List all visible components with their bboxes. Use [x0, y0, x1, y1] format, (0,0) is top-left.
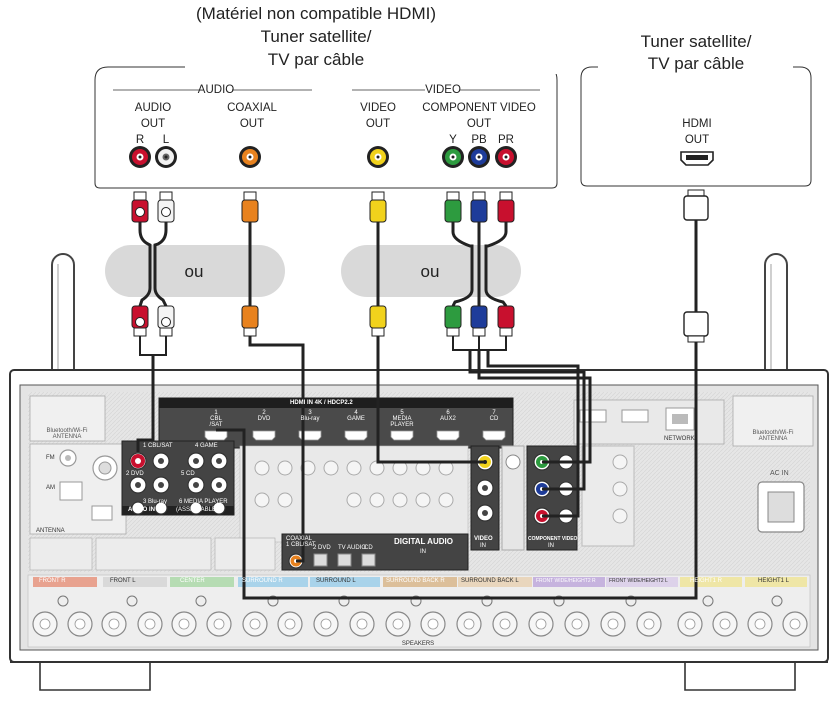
audio-in-label: AUDIO IN [128, 507, 155, 513]
speaker-label-front-r: FRONT R [39, 578, 66, 584]
optical-dvd-label: 2 DVD [313, 545, 331, 551]
component-pb-label: PB [471, 134, 487, 146]
video-in-label: VIDEO [474, 536, 493, 542]
hdmi-input-6-label: 6 AUX2 [440, 410, 456, 422]
audio-in-dvd-label: 2 DVD [126, 471, 144, 477]
optical-tv-label: TV AUDIO [338, 545, 367, 551]
speaker-terminals [32, 577, 808, 637]
audio-r-jack [129, 146, 151, 168]
speaker-label-height1-r: HEIGHT1 R [690, 578, 723, 584]
hdmi-out-label: HDMI [682, 118, 712, 130]
speaker-label-fw-l: FRONT WIDE/HEIGHT2 L [609, 578, 668, 584]
speakers-label: SPEAKERS [401, 641, 435, 647]
video-in-sub-label: IN [480, 543, 486, 549]
audio-in-cbl-label: 1 CBL/SAT [143, 443, 173, 449]
audio-out-label: AUDIO [134, 102, 172, 114]
hdmi-input-1-label: 1 CBL /SAT [209, 410, 223, 428]
hdmi-out-label-2: OUT [684, 134, 710, 146]
component-label: COMPONENT VIDEO [422, 102, 536, 114]
audio-r-label: R [135, 134, 145, 146]
component-pr-label: PR [498, 134, 514, 146]
audio-in-assignable: (ASSIGNABLE) [176, 507, 219, 513]
hdmi-input-4-label: 4 GAME [347, 410, 365, 422]
hdmi-input-2-label: 2 DVD [257, 410, 271, 422]
digital-audio-panel [281, 533, 469, 571]
hdmi-input-7-label: 7 CD [489, 410, 499, 422]
network-label: NETWORK [664, 436, 695, 442]
audio-in-cd-label: 5 CD [181, 471, 195, 477]
coaxial-jack [239, 146, 261, 168]
audio-in-media-label: 6 MEDIA PLAYER [179, 499, 228, 505]
hdmi-out-port [680, 151, 714, 166]
title-right-device-2: TV par câble [647, 54, 745, 73]
audio-group-label: AUDIO [197, 84, 235, 96]
antenna-label: ANTENNA [36, 528, 65, 534]
audio-l-label: L [162, 134, 170, 146]
component-label-2: OUT [466, 118, 492, 130]
coaxial-cable [241, 191, 305, 563]
video-out-label-2: OUT [365, 118, 391, 130]
title-left-device-2: TV par câble [267, 50, 365, 69]
ac-inlet [757, 481, 805, 533]
fm-label: FM [46, 455, 55, 461]
hdmi-device-box [580, 60, 812, 187]
speaker-label-surround-l: SURROUND L [316, 578, 356, 584]
coaxial-label-2: OUT [239, 118, 265, 130]
speaker-label-fw-r: FRONT WIDE/HEIGHT2 R [536, 578, 596, 584]
audio-in-game-label: 4 GAME [195, 443, 218, 449]
component-pr-jack [495, 146, 517, 168]
component-in-label: COMPONENT VIDEO [528, 536, 578, 542]
hdmi-input-panel [158, 397, 514, 449]
or-bubble-right [341, 245, 521, 297]
speaker-label-surround-back-l: SURROUND BACK L [461, 578, 519, 584]
digital-audio-label: DIGITAL AUDIO [394, 537, 453, 546]
or-label-right: ou [420, 262, 440, 281]
am-label: AM [46, 485, 55, 491]
source-device-box [94, 60, 575, 189]
video-group-label: VIDEO [425, 84, 461, 96]
video-cable [369, 191, 485, 464]
component-y-label: Y [449, 134, 457, 146]
title-right-device: Tuner satellite/ [640, 32, 752, 51]
component-cable [444, 191, 592, 518]
audio-in-panel [121, 440, 235, 516]
speaker-label-height1-l: HEIGHT1 L [758, 578, 790, 584]
hdmi-cable [216, 189, 709, 600]
audio-in-bluray-label: 3 Blu-ray [143, 499, 168, 505]
speaker-label-front-l: FRONT L [110, 578, 136, 584]
ac-in-label: AC IN [770, 470, 789, 477]
speaker-label-center: CENTER [180, 578, 205, 584]
coaxial-in-label: COAXIAL 1 CBL/SAT [286, 536, 316, 548]
title-non-hdmi: (Matériel non compatible HDMI) [196, 4, 436, 23]
audio-l-jack [155, 146, 177, 168]
component-y-jack [442, 146, 464, 168]
or-label-left: ou [184, 262, 204, 281]
optical-cd-label: CD [364, 545, 373, 551]
digital-audio-in-label: IN [420, 549, 426, 555]
hdmi-in-header: HDMI IN 4K / HDCP2.2 [290, 400, 353, 406]
speaker-label-surround-back-r: SURROUND BACK R [386, 578, 445, 584]
title-left-device: Tuner satellite/ [260, 27, 372, 46]
speaker-label-surround-r: SURROUND R [242, 578, 283, 584]
audio-out-label-2: OUT [140, 118, 166, 130]
hdmi-input-3-label: 3 Blu-ray [300, 410, 320, 422]
component-in-sub-label: IN [548, 543, 554, 549]
hdmi-input-5-label: 5 MEDIA PLAYER [390, 410, 414, 428]
video-out-label: VIDEO [360, 102, 396, 114]
bluetooth-label-right: Bluetooth/Wi-Fi ANTENNA [752, 430, 794, 442]
video-jack [367, 146, 389, 168]
component-pb-jack [468, 146, 490, 168]
audio-rca-cable [131, 191, 175, 452]
bluetooth-label-left: Bluetooth/Wi-Fi ANTENNA [46, 428, 88, 440]
coaxial-label: COAXIAL [227, 102, 277, 114]
